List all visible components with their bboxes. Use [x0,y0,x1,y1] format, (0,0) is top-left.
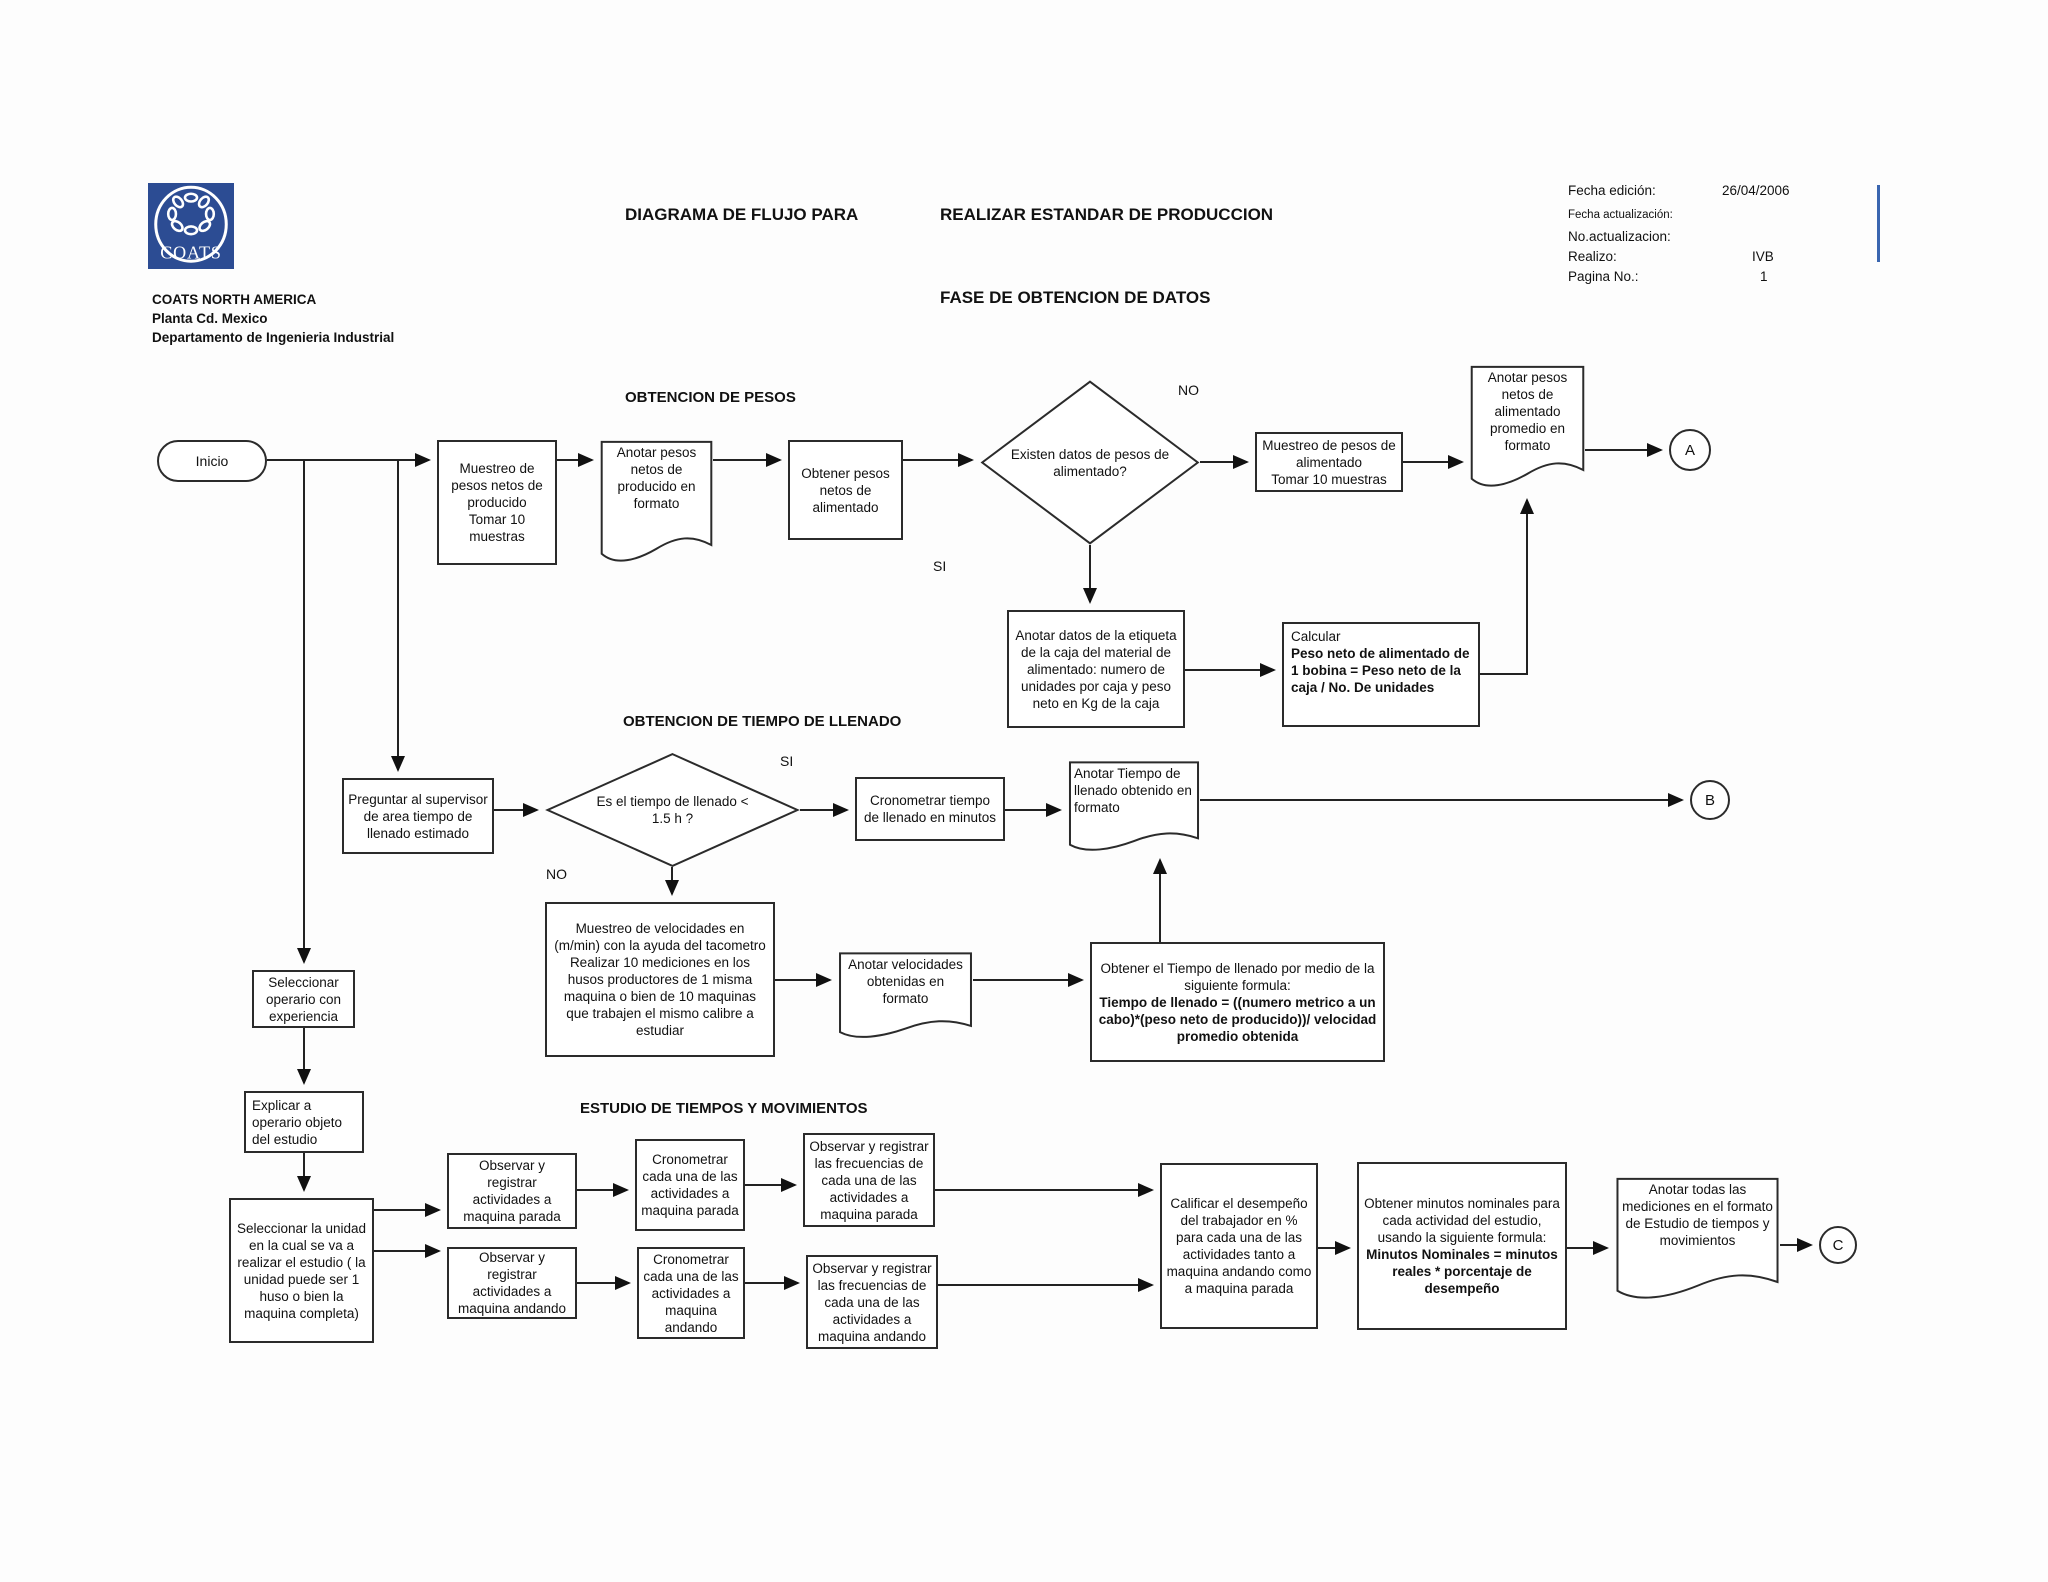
page-subtitle: FASE DE OBTENCION DE DATOS [940,288,1211,307]
document-shape [600,440,713,565]
pagina-value: 1 [1760,269,1768,284]
coats-logo: COATS [148,183,234,269]
process-explicar-operario: Explicar a operario objeto del estudio [244,1091,364,1153]
decision-shape [980,380,1200,545]
company-name: COATS NORTH AMERICA [152,292,317,307]
coats-logo-text: COATS [160,243,221,263]
process-minutos-nominales: Obtener minutos nominales para cada acti… [1357,1162,1567,1330]
process-cronometrar-andando: Cronometrar cada una de las actividades … [637,1247,745,1339]
document-anotar-mediciones: Anotar todas las mediciones en el format… [1615,1177,1780,1302]
process-observar-andando: Observar y registrar actividades a maqui… [447,1247,577,1319]
section-heading-pesos: OBTENCION DE PESOS [625,389,796,406]
process-calcular: Calcular Peso neto de alimentado de 1 bo… [1282,622,1480,727]
process-calificar-desempeno: Calificar el desempeño del trabajador en… [1160,1163,1318,1329]
coats-logo-icon: COATS [148,183,234,269]
process-obtener-tiempo-formula-text: Tiempo de llenado = ((numero metrico a u… [1098,994,1377,1044]
branch-label-si-tiempo: SI [780,753,794,769]
process-cronometrar-parada: Cronometrar cada una de las actividades … [635,1139,745,1231]
pagina-label: Pagina No.: [1568,269,1639,284]
section-heading-estudio: ESTUDIO DE TIEMPOS Y MOVIMIENTOS [580,1100,868,1117]
branch-label-no-pesos: NO [1178,382,1199,398]
process-calcular-formula: Peso neto de alimentado de 1 bobina = Pe… [1291,646,1470,695]
fecha-edicion-label: Fecha edición: [1568,183,1656,198]
company-plant: Planta Cd. Mexico [152,311,268,326]
decision-shape [545,753,800,867]
offpage-connector-a: A [1669,429,1711,471]
fecha-actualizacion-label: Fecha actualización: [1568,209,1673,221]
branch-label-si-pesos: SI [933,558,947,574]
process-minutos-nominales-intro: Obtener minutos nominales para cada acti… [1364,1196,1560,1245]
offpage-connector-b-label: B [1704,791,1715,809]
page-title-left: DIAGRAMA DE FLUJO PARA [625,205,859,224]
document-anotar-velocidades: Anotar velocidades obtenidas en formato [838,952,973,1040]
document-shape [1068,761,1200,853]
terminator-inicio-label: Inicio [195,452,229,469]
process-muestreo-velocidades: Muestreo de velocidades en (m/min) con l… [545,902,775,1057]
decision-existen-datos-label: Existen datos de pesos de alimentado? [1010,446,1170,479]
process-muestreo-alimentado: Muestreo de pesos de alimentado Tomar 10… [1255,432,1403,492]
realizo-label: Realizo: [1568,249,1617,264]
header-accent-line [1877,185,1880,262]
company-department: Departamento de Ingenieria Industrial [152,330,395,345]
section-heading-tiempo: OBTENCION DE TIEMPO DE LLENADO [623,713,902,730]
process-frecuencias-andando: Observar y registrar las frecuencias de … [806,1255,938,1349]
realizo-value: IVB [1752,249,1774,264]
process-calcular-intro: Calcular [1291,629,1341,644]
document-anotar-llenado-label: Anotar Tiempo de llenado obtenido en for… [1074,766,1192,815]
document-meta: Fecha edición: 26/04/2006 Fecha actualiz… [1568,183,1888,293]
offpage-connector-b: B [1690,780,1730,820]
document-shape [1615,1177,1780,1302]
document-anotar-mediciones-label: Anotar todas las mediciones en el format… [1622,1182,1773,1248]
process-seleccionar-operario: Seleccionar operario con experiencia [252,970,355,1028]
terminator-inicio: Inicio [157,440,267,482]
fecha-edicion-value: 26/04/2006 [1722,183,1790,198]
process-cronometrar-llenado: Cronometrar tiempo de llenado en minutos [855,777,1005,841]
document-anotar-velocidades-label: Anotar velocidades obtenidas en formato [848,957,963,1006]
process-preguntar-supervisor: Preguntar al supervisor de area tiempo d… [342,778,494,854]
offpage-connector-c: C [1819,1226,1857,1264]
process-anotar-etiqueta: Anotar datos de la etiqueta de la caja d… [1007,610,1185,728]
no-actualizacion-label: No.actualizacion: [1568,229,1671,244]
offpage-connector-c-label: C [1832,1236,1844,1254]
process-observar-parada: Observar y registrar actividades a maqui… [447,1153,577,1229]
process-frecuencias-parada: Observar y registrar las frecuencias de … [803,1133,935,1227]
document-anotar-llenado: Anotar Tiempo de llenado obtenido en for… [1068,761,1200,853]
decision-tiempo-llenado-label: Es el tiempo de llenado < 1.5 h ? [596,794,749,826]
process-seleccionar-unidad: Seleccionar la unidad en la cual se va a… [229,1198,374,1343]
document-anotar-producido: Anotar pesos netos de producido en forma… [600,440,713,565]
offpage-connector-a-label: A [1684,441,1695,459]
document-shape [1470,365,1585,490]
document-shape [838,952,973,1040]
process-muestreo-producido: Muestreo de pesos netos de producido Tom… [437,440,557,565]
process-minutos-nominales-formula: Minutos Nominales = minutos reales * por… [1366,1247,1558,1296]
branch-label-no-tiempo: NO [546,866,567,882]
decision-existen-datos: Existen datos de pesos de alimentado? [980,380,1200,545]
document-anotar-producido-label: Anotar pesos netos de producido en forma… [616,445,697,511]
decision-tiempo-llenado: Es el tiempo de llenado < 1.5 h ? [545,753,800,867]
process-obtener-tiempo-formula: Obtener el Tiempo de llenado por medio d… [1090,942,1385,1062]
company-block: COATS NORTH AMERICA Planta Cd. Mexico De… [152,290,394,347]
document-anotar-alimentado: Anotar pesos netos de alimentado promedi… [1470,365,1585,490]
process-obtener-tiempo-intro: Obtener el Tiempo de llenado por medio d… [1100,960,1375,993]
document-anotar-alimentado-label: Anotar pesos netos de alimentado promedi… [1487,370,1568,453]
process-obtener-alimentado: Obtener pesos netos de alimentado [788,440,903,540]
page-title-right: REALIZAR ESTANDAR DE PRODUCCION [940,205,1274,224]
